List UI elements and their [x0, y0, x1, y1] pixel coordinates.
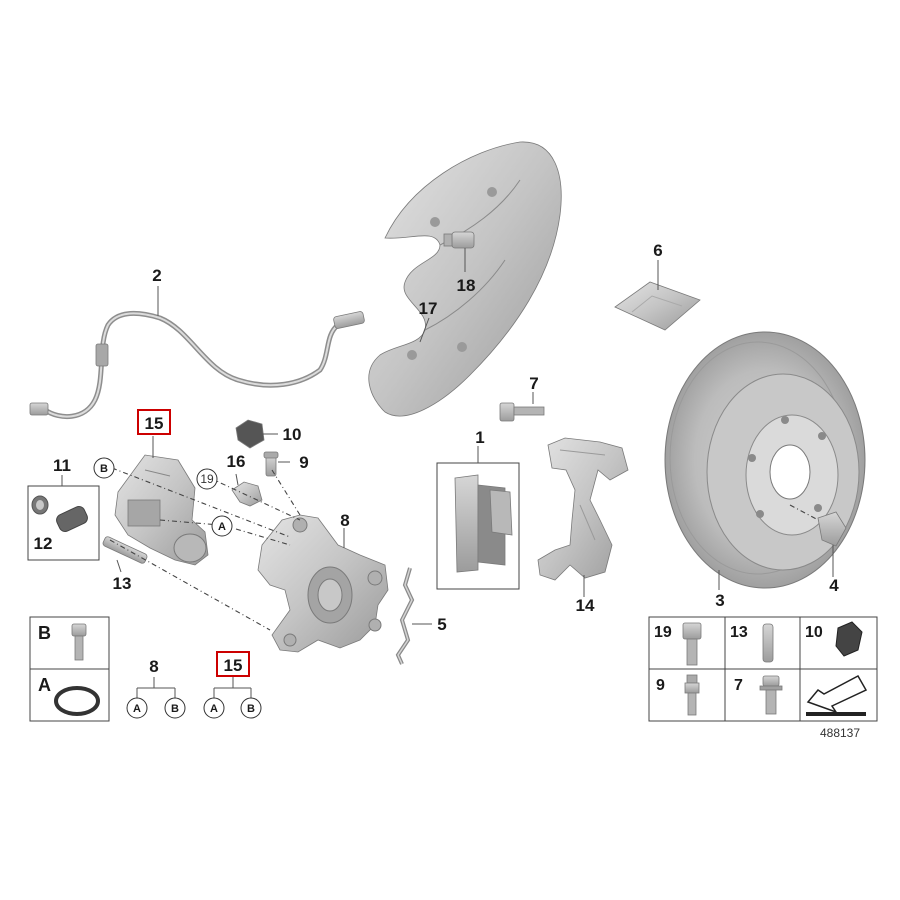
- callout-12: 12: [34, 534, 53, 553]
- carrier-bolt: [499, 402, 545, 422]
- kit-15-letter-b: B: [247, 703, 255, 715]
- callout-10: 10: [283, 425, 302, 444]
- legend-num-10: 10: [805, 624, 823, 641]
- assembly-lines: [109, 467, 301, 631]
- sensor-clip-icon: [835, 621, 863, 657]
- dust-shield: [368, 141, 562, 417]
- caliper-motor: [114, 454, 209, 566]
- socket-screw-icon: [682, 622, 702, 666]
- legend-num-7: 7: [734, 677, 743, 694]
- kit-group-8: 8 A B: [126, 657, 186, 719]
- bleeder-valve-icon: [684, 674, 700, 716]
- callout-3: 3: [715, 591, 724, 610]
- legend-num-9: 9: [656, 677, 665, 694]
- callout-16: 16: [227, 452, 246, 471]
- callout-15: 15: [145, 414, 164, 433]
- sensor-clip: [235, 419, 265, 449]
- legend-right: 19 13 10 9 7: [648, 616, 878, 722]
- kit-8-letter-a: A: [133, 703, 141, 715]
- o-ring-icon: [54, 686, 100, 716]
- legend-letter-b: B: [38, 623, 51, 643]
- brake-caliper-housing: [257, 514, 389, 653]
- bushing-kit: [27, 485, 100, 561]
- brake-wear-sensor: [29, 311, 365, 420]
- callouts: 2 17 18 6 7 1 14 3 4 5 8 10 9 16 11 12 1…: [34, 241, 840, 634]
- brake-disc: [664, 331, 866, 589]
- assembly-markers: B A: [93, 457, 233, 537]
- brake-pad-kit: [436, 462, 520, 590]
- highlight-box-15: [137, 409, 171, 435]
- legend-left: B A: [29, 616, 110, 722]
- callout-13: 13: [113, 574, 132, 593]
- callout-4: 4: [829, 576, 839, 595]
- disc-screw: [789, 504, 847, 547]
- diagram-reference-number: 488137: [820, 726, 860, 740]
- marker-b: B: [100, 463, 108, 475]
- legend-letter-a: A: [38, 675, 51, 695]
- callout-1: 1: [475, 428, 484, 447]
- callout-19-circled: 19: [200, 472, 214, 486]
- shield-bolt: [443, 231, 475, 249]
- pad-retaining-spring: [395, 567, 415, 665]
- marker-a: A: [218, 521, 226, 533]
- bleeder-valve: [263, 451, 279, 477]
- callout-14: 14: [576, 596, 595, 615]
- kit-15-number: 15: [224, 656, 243, 675]
- leader-lines: [61, 248, 834, 625]
- caliper-carrier: [537, 437, 629, 581]
- callout-17: 17: [419, 299, 438, 318]
- kit-8-number: 8: [149, 657, 158, 676]
- callout-9: 9: [299, 453, 308, 472]
- legend-num-19: 19: [654, 624, 672, 641]
- callout-6: 6: [653, 241, 662, 260]
- callout-7: 7: [529, 374, 538, 393]
- kit-15-letter-a: A: [210, 703, 218, 715]
- callout-5: 5: [437, 615, 446, 634]
- bracket: [231, 481, 263, 507]
- legend-num-13: 13: [730, 624, 748, 641]
- grease-packet: [614, 281, 701, 331]
- callout-8: 8: [340, 511, 349, 530]
- kit-8-letter-b: B: [171, 703, 179, 715]
- screw-icon: [71, 623, 87, 661]
- kit-group-15: 15 A B: [203, 651, 262, 719]
- flange-bolt-icon: [759, 675, 783, 715]
- callout-2: 2: [152, 266, 161, 285]
- guide-pin-icon: [762, 623, 774, 663]
- callout-18: 18: [457, 276, 476, 295]
- arrow-direction-icon: [806, 674, 868, 716]
- callout-11: 11: [53, 456, 71, 475]
- highlight-box-15-kit: [216, 651, 250, 677]
